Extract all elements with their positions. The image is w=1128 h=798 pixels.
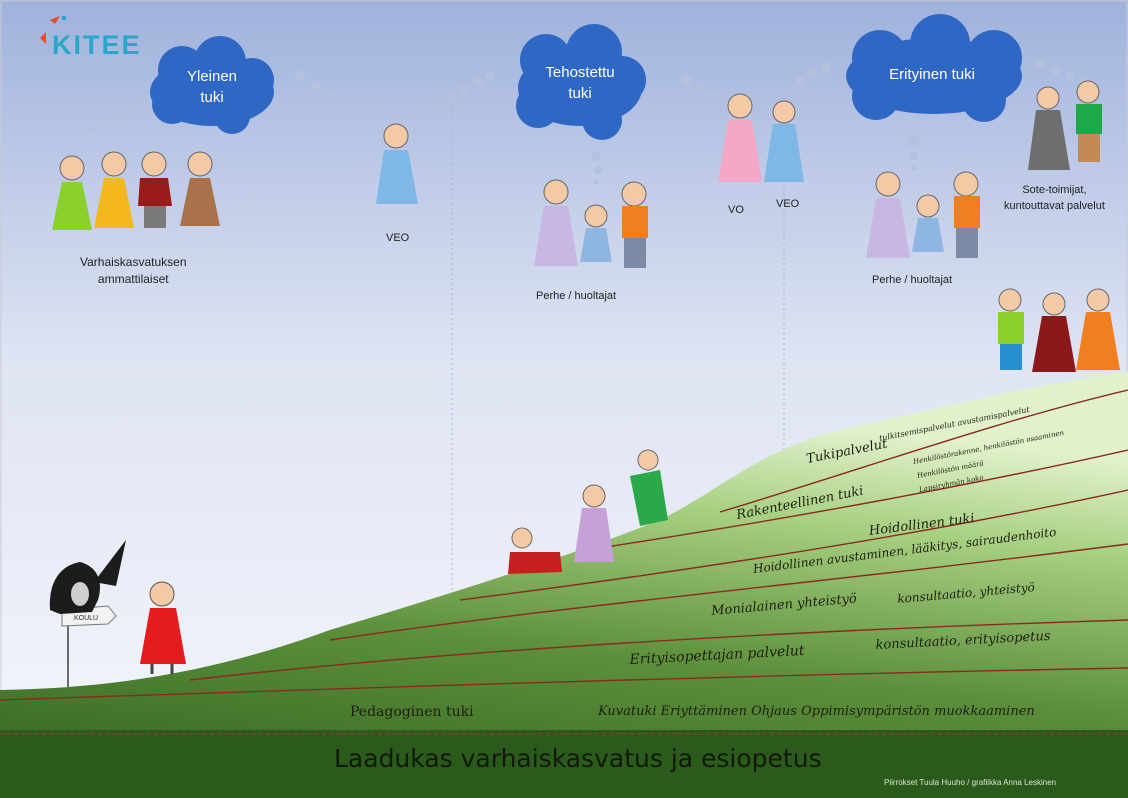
cloud-erityinen-line1: Erityinen tuki bbox=[889, 66, 975, 83]
cloud-erityinen bbox=[846, 14, 1022, 122]
layer-pedagoginen: Pedagoginen tuki bbox=[350, 704, 474, 720]
veo-label-2: VEO bbox=[776, 198, 800, 210]
veo-figure-2 bbox=[764, 100, 804, 182]
family-label-2: Perhe / huoltajat bbox=[872, 274, 953, 286]
cloud-tehostettu-label: Tehostettu tuki bbox=[530, 62, 630, 104]
logo-text: KITEE bbox=[52, 30, 142, 60]
professionals-label-line2: ammattilaiset bbox=[97, 272, 169, 286]
family-label: Perhe / huoltajat bbox=[536, 290, 617, 302]
sign-text: KOULU bbox=[74, 615, 98, 622]
professionals-label-line1: Varhaiskasvatuksen bbox=[80, 255, 187, 269]
sote-figures bbox=[1028, 80, 1102, 170]
base-title: Laadukas varhaiskasvatus ja esiopetus bbox=[334, 744, 822, 773]
vo-label: VO bbox=[728, 204, 744, 216]
layer-pedagoginen-detail: Kuvatuki Eriyttäminen Ohjaus Oppimisympä… bbox=[598, 704, 1035, 719]
kitee-logo-icon bbox=[40, 16, 66, 44]
professionals-label: Varhaiskasvatuksen ammattilaiset bbox=[80, 254, 187, 288]
vo-figure bbox=[718, 93, 762, 182]
children-climbing bbox=[508, 449, 668, 574]
veo-label: VEO bbox=[386, 232, 410, 244]
children-top bbox=[998, 288, 1120, 372]
cloud-tehostettu-line1: Tehostettu bbox=[545, 64, 615, 81]
sote-label-line2: kuntouttavat palvelut bbox=[1004, 200, 1105, 212]
child-red-dress bbox=[140, 581, 186, 674]
cloud-tehostettu bbox=[516, 24, 646, 140]
layer-lines bbox=[0, 389, 1128, 701]
cloud-erityinen-label: Erityinen tuki bbox=[862, 64, 1002, 85]
crow-figure bbox=[49, 540, 126, 688]
credit-text: Piirrokset Tuula Huuho / grafiikka Anna … bbox=[884, 778, 1057, 787]
cloud-yleinen bbox=[150, 36, 274, 134]
sote-label: Sote-toimijat, kuntouttavat palvelut bbox=[1004, 182, 1105, 214]
sote-label-line1: Sote-toimijat, bbox=[1022, 184, 1087, 196]
professionals-figures bbox=[52, 151, 220, 230]
bubble-trails bbox=[89, 59, 1097, 185]
veo-figure bbox=[376, 123, 418, 204]
cloud-yleinen-line2: tuki bbox=[200, 89, 224, 106]
family-figures bbox=[534, 179, 648, 268]
family-figures-2 bbox=[866, 171, 980, 258]
base-band bbox=[0, 730, 1128, 798]
cloud-yleinen-label: Yleinen tuki bbox=[172, 66, 252, 108]
cloud-yleinen-line1: Yleinen bbox=[186, 68, 238, 85]
hill bbox=[0, 372, 1128, 798]
cloud-tehostettu-line2: tuki bbox=[568, 85, 592, 102]
